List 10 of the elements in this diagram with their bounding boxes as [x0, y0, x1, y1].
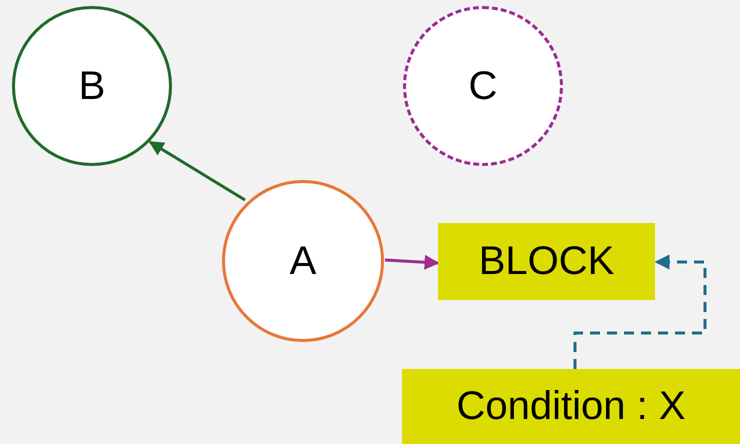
process-box — [402, 369, 740, 444]
node-label: BLOCK — [478, 239, 614, 284]
node-label: A — [290, 238, 316, 284]
arrow — [384, 254, 440, 270]
arrow — [148, 140, 246, 202]
node-label: Condition : X — [456, 384, 686, 429]
process-box — [438, 223, 655, 300]
arrow — [574, 254, 706, 369]
node-label: C — [468, 64, 498, 108]
node-label: B — [78, 64, 106, 108]
